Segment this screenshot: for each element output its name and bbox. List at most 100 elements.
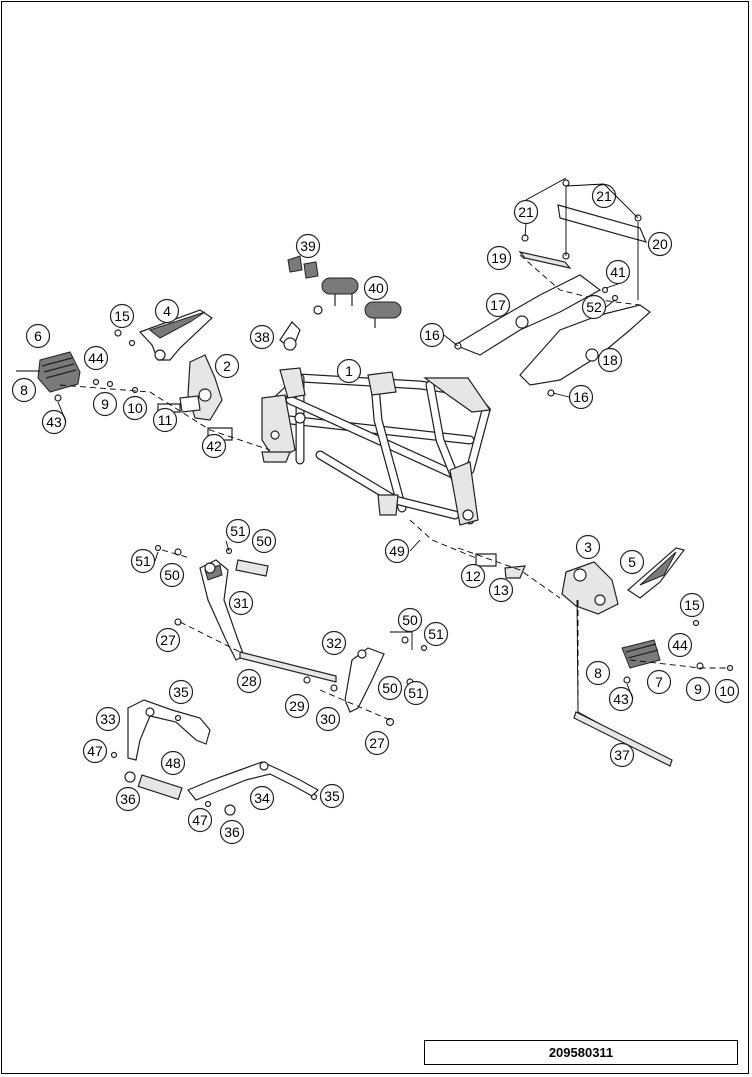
callout-50-right: 50	[397, 607, 423, 633]
svg-text:17: 17	[490, 297, 506, 313]
callout-17: 17	[485, 292, 511, 318]
svg-text:8: 8	[20, 382, 28, 398]
side-stand	[199, 559, 245, 661]
callout-9-right: 9	[685, 676, 711, 702]
svg-text:38: 38	[254, 329, 270, 345]
callout-44-right: 44	[667, 632, 693, 658]
svg-text:39: 39	[300, 238, 316, 254]
callout-27-top: 27	[155, 627, 181, 653]
svg-text:51: 51	[408, 685, 424, 701]
right-footrest-hanger	[561, 561, 619, 615]
rubber-buffers	[321, 277, 402, 328]
stand-axle	[239, 651, 337, 683]
callout-21-mid: 21	[513, 199, 539, 225]
callout-30: 30	[315, 706, 341, 732]
svg-text:9: 9	[694, 681, 702, 697]
svg-text:16: 16	[424, 327, 440, 343]
callout-16-right: 16	[568, 384, 594, 410]
svg-text:29: 29	[289, 698, 305, 714]
callout-6: 6	[25, 323, 51, 349]
callout-3: 3	[575, 534, 601, 560]
callout-42: 42	[201, 433, 227, 459]
callout-11: 11	[152, 407, 178, 433]
svg-text:9: 9	[101, 396, 109, 412]
callout-51-right: 51	[423, 621, 449, 647]
right-footrest-bracket	[627, 547, 686, 599]
svg-text:13: 13	[493, 582, 509, 598]
svg-text:11: 11	[158, 412, 173, 428]
left-footrest-bracket	[138, 309, 213, 361]
callout-2: 2	[214, 353, 240, 379]
callout-41: 41	[605, 259, 631, 285]
callout-51-bottom: 51	[403, 680, 429, 706]
svg-text:2: 2	[223, 358, 231, 374]
callout-15-right: 15	[679, 592, 705, 618]
svg-text:52: 52	[586, 299, 602, 315]
svg-text:50: 50	[402, 612, 418, 628]
callout-32: 32	[321, 630, 347, 656]
center-stand-mount	[344, 647, 385, 713]
callout-15-left: 15	[109, 303, 135, 329]
callout-12: 12	[460, 563, 486, 589]
callout-34: 34	[249, 785, 275, 811]
svg-text:30: 30	[320, 711, 336, 727]
callout-20: 20	[647, 231, 673, 257]
svg-text:44: 44	[672, 637, 688, 653]
svg-text:44: 44	[88, 350, 104, 366]
callout-5: 5	[619, 549, 645, 575]
rear-crossbar	[557, 204, 648, 243]
svg-text:50: 50	[256, 533, 272, 549]
callout-1: 1	[336, 358, 362, 384]
callout-51-top: 51	[225, 518, 251, 544]
callout-47-right: 47	[187, 807, 213, 833]
svg-text:50: 50	[382, 680, 398, 696]
svg-text:1: 1	[345, 363, 353, 379]
callout-52: 52	[581, 294, 607, 320]
svg-text:50: 50	[164, 567, 180, 583]
svg-text:27: 27	[369, 735, 385, 751]
svg-text:8: 8	[594, 665, 602, 681]
callout-28: 28	[236, 668, 262, 694]
callout-35-bottom: 35	[319, 783, 345, 809]
callout-18: 18	[597, 347, 623, 373]
svg-text:47: 47	[192, 812, 208, 828]
svg-text:47: 47	[87, 743, 103, 759]
svg-text:20: 20	[652, 236, 668, 252]
svg-text:51: 51	[135, 553, 151, 569]
svg-text:35: 35	[324, 788, 340, 804]
svg-text:36: 36	[224, 824, 240, 840]
callout-10-right: 10	[714, 678, 740, 704]
callout-10-left: 10	[122, 395, 148, 421]
cable-holder	[279, 321, 301, 351]
callout-50-left: 50	[159, 562, 185, 588]
svg-text:42: 42	[206, 438, 222, 454]
callout-40: 40	[363, 275, 389, 301]
guard-bar-right	[187, 761, 319, 801]
svg-text:40: 40	[368, 280, 384, 296]
svg-text:3: 3	[584, 539, 592, 555]
svg-text:51: 51	[428, 626, 444, 642]
svg-text:21: 21	[596, 188, 612, 204]
svg-text:27: 27	[160, 632, 176, 648]
subframe-left	[453, 274, 602, 356]
svg-text:48: 48	[165, 755, 181, 771]
svg-text:35: 35	[173, 684, 189, 700]
svg-text:12: 12	[465, 568, 481, 584]
callout-44-left: 44	[83, 345, 109, 371]
part-number: 209580311	[424, 1040, 738, 1065]
callout-4: 4	[154, 298, 180, 324]
rubber-bushings	[287, 255, 323, 315]
svg-text:31: 31	[233, 595, 249, 611]
svg-text:15: 15	[114, 308, 130, 324]
callout-29: 29	[284, 693, 310, 719]
callout-43-left: 43	[41, 409, 67, 435]
callout-36-right: 36	[219, 819, 245, 845]
callout-7: 7	[646, 669, 672, 695]
callout-51-left: 51	[130, 548, 156, 574]
callout-49: 49	[384, 538, 410, 564]
callout-39: 39	[295, 233, 321, 259]
subframe-strap	[518, 251, 572, 269]
svg-text:19: 19	[491, 250, 507, 266]
